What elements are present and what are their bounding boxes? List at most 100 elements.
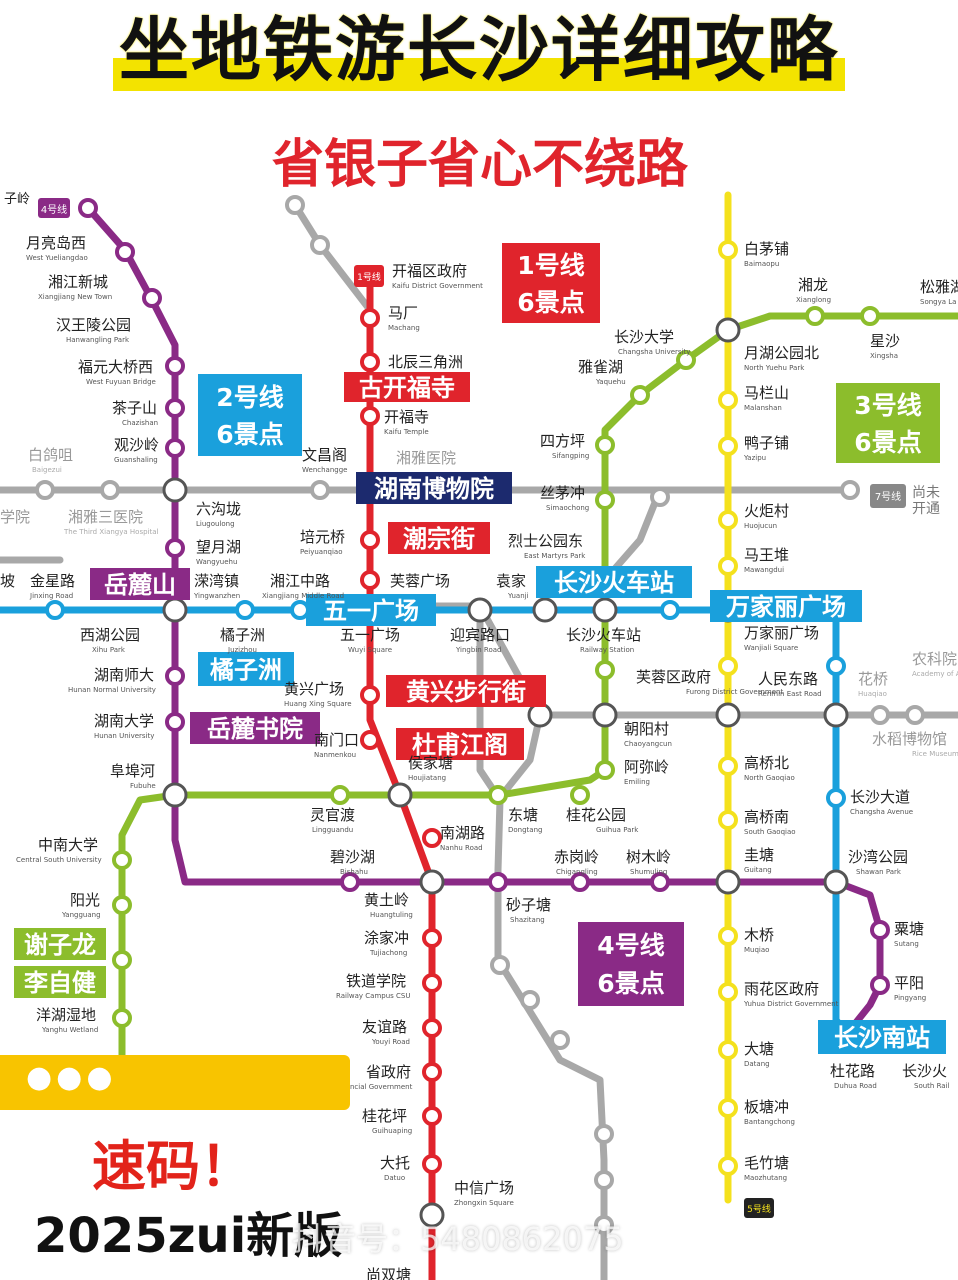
svg-text:Wanjiali Square: Wanjiali Square — [744, 644, 798, 652]
badge-line4: 4号线 — [38, 198, 70, 218]
svg-text:马厂: 马厂 — [388, 304, 418, 322]
svg-text:木桥: 木桥 — [744, 926, 774, 944]
svg-text:橘子洲: 橘子洲 — [220, 626, 265, 644]
svg-text:3号线: 3号线 — [854, 391, 921, 420]
svg-text:North Yuehu Park: North Yuehu Park — [744, 364, 805, 372]
spot-xie: 谢子龙 — [14, 928, 106, 960]
svg-text:Duhua Road: Duhua Road — [834, 1082, 877, 1090]
svg-text:Datang: Datang — [744, 1060, 770, 1068]
svg-text:Hunan Normal University: Hunan Normal University — [68, 686, 156, 694]
spot-hunan-museum: 湖南博物院 — [356, 472, 512, 504]
spot-railway: 长沙火车站 — [536, 566, 692, 598]
svg-text:四方坪: 四方坪 — [540, 432, 585, 450]
svg-text:月亮岛西: 月亮岛西 — [26, 234, 86, 252]
stations-line2 — [45, 600, 846, 808]
svg-text:Malanshan: Malanshan — [744, 404, 782, 412]
svg-text:Baimaopu: Baimaopu — [744, 260, 779, 268]
line7-note-1: 尚未 — [912, 485, 940, 501]
svg-text:Guitang: Guitang — [744, 866, 772, 874]
svg-text:Pingyang: Pingyang — [894, 994, 926, 1002]
svg-text:Guanshaling: Guanshaling — [114, 456, 158, 464]
svg-text:6景点: 6景点 — [854, 428, 921, 457]
svg-text:湘江新城: 湘江新城 — [48, 273, 108, 291]
svg-text:星沙: 星沙 — [870, 332, 900, 350]
svg-text:学院: 学院 — [0, 508, 30, 526]
svg-text:Maozhutang: Maozhutang — [744, 1174, 787, 1182]
line3-label: 3号线 6景点 — [836, 383, 940, 463]
svg-text:Shawan Park: Shawan Park — [856, 868, 902, 876]
svg-text:6景点: 6景点 — [597, 969, 664, 998]
svg-text:长沙南站: 长沙南站 — [834, 1024, 930, 1052]
svg-text:4号线: 4号线 — [41, 203, 67, 216]
svg-text:尚双塘: 尚双塘 — [366, 1266, 411, 1280]
svg-text:平阳: 平阳 — [894, 974, 924, 992]
svg-text:黄兴广场: 黄兴广场 — [284, 680, 344, 698]
stations-line6 — [35, 195, 925, 1235]
svg-text:东塘: 东塘 — [508, 806, 538, 824]
svg-text:Shazitang: Shazitang — [510, 916, 545, 924]
line7-note-2: 开通 — [912, 501, 940, 517]
svg-text:西湖公园: 西湖公园 — [80, 626, 140, 644]
svg-text:杜甫江阁: 杜甫江阁 — [412, 731, 508, 759]
svg-text:Hanwangling Park: Hanwangling Park — [66, 336, 130, 344]
banner: 坐地铁游长沙详细攻略 — [0, 0, 958, 104]
svg-text:Dongtang: Dongtang — [508, 826, 542, 834]
svg-text:Juzizhou: Juzizhou — [227, 646, 257, 654]
svg-text:Xianglong: Xianglong — [796, 296, 831, 304]
svg-text:北辰三角洲: 北辰三角洲 — [388, 353, 463, 371]
svg-text:人民东路: 人民东路 — [758, 670, 818, 688]
svg-text:Xingsha: Xingsha — [870, 352, 898, 360]
stations-line3 — [112, 306, 880, 1028]
spot-dufu: 杜甫江阁 — [396, 728, 524, 760]
svg-text:坡: 坡 — [0, 572, 15, 590]
svg-text:长沙火车站: 长沙火车站 — [566, 626, 641, 644]
svg-text:Shumuling: Shumuling — [630, 868, 667, 876]
svg-text:友谊路: 友谊路 — [362, 1018, 407, 1036]
svg-text:杜花路: 杜花路 — [830, 1062, 875, 1080]
svg-text:岳麓书院: 岳麓书院 — [207, 715, 303, 743]
svg-text:汉王陵公园: 汉王陵公园 — [56, 316, 131, 334]
svg-text:Changsha Avenue: Changsha Avenue — [850, 808, 913, 816]
svg-text:Jinxing Road: Jinxing Road — [29, 592, 73, 600]
svg-text:黄土岭: 黄土岭 — [364, 891, 409, 909]
svg-text:月湖公园北: 月湖公园北 — [744, 344, 819, 362]
svg-text:铁道学院: 铁道学院 — [346, 972, 406, 990]
svg-text:Yaquehu: Yaquehu — [595, 378, 626, 386]
svg-text:Nanmenkou: Nanmenkou — [314, 751, 356, 759]
svg-text:赤岗岭: 赤岗岭 — [554, 848, 599, 866]
svg-text:7号线: 7号线 — [875, 490, 901, 503]
svg-text:中信广场: 中信广场 — [454, 1179, 514, 1197]
spot-juzizhou: 橘子洲 — [198, 652, 294, 686]
svg-text:阜埠河: 阜埠河 — [110, 762, 155, 780]
svg-text:Railway Station: Railway Station — [580, 646, 634, 654]
svg-text:2号线: 2号线 — [216, 383, 283, 412]
svg-text:南湖路: 南湖路 — [440, 824, 485, 842]
svg-text:观沙岭: 观沙岭 — [114, 436, 159, 454]
svg-text:长沙大道: 长沙大道 — [850, 788, 910, 806]
spot-gukaifu: 古开福寺 — [344, 372, 470, 402]
svg-text:East Martyrs Park: East Martyrs Park — [524, 552, 586, 560]
svg-text:Chaoyangcun: Chaoyangcun — [624, 740, 672, 748]
svg-text:砂子塘: 砂子塘 — [506, 896, 551, 914]
svg-text:ncial Government: ncial Government — [350, 1083, 413, 1091]
svg-text:West Fuyuan Bridge: West Fuyuan Bridge — [86, 378, 156, 386]
footer-bar — [0, 1055, 350, 1110]
svg-text:鸭子铺: 鸭子铺 — [744, 434, 789, 452]
spot-wanjiali: 万家丽广场 — [710, 590, 862, 622]
svg-text:沙湾公园: 沙湾公园 — [848, 848, 908, 866]
svg-text:Tujiachong: Tujiachong — [369, 949, 407, 957]
svg-text:Lingguandu: Lingguandu — [312, 826, 353, 834]
badge-line5: 5号线 — [744, 1198, 774, 1218]
svg-text:松雅湖: 松雅湖 — [920, 278, 958, 296]
svg-text:4号线: 4号线 — [597, 931, 664, 960]
svg-text:6景点: 6景点 — [517, 288, 584, 317]
svg-text:阿弥岭: 阿弥岭 — [624, 758, 669, 776]
svg-text:芙蓉广场: 芙蓉广场 — [390, 572, 450, 590]
svg-text:万家丽广场: 万家丽广场 — [744, 624, 819, 642]
svg-text:马王堆: 马王堆 — [744, 546, 789, 564]
svg-text:长沙火: 长沙火 — [902, 1062, 947, 1080]
svg-text:潮宗街: 潮宗街 — [403, 525, 475, 553]
svg-text:高桥南: 高桥南 — [744, 808, 789, 826]
svg-text:湖南师大: 湖南师大 — [94, 666, 154, 684]
svg-text:白茅铺: 白茅铺 — [744, 240, 789, 258]
